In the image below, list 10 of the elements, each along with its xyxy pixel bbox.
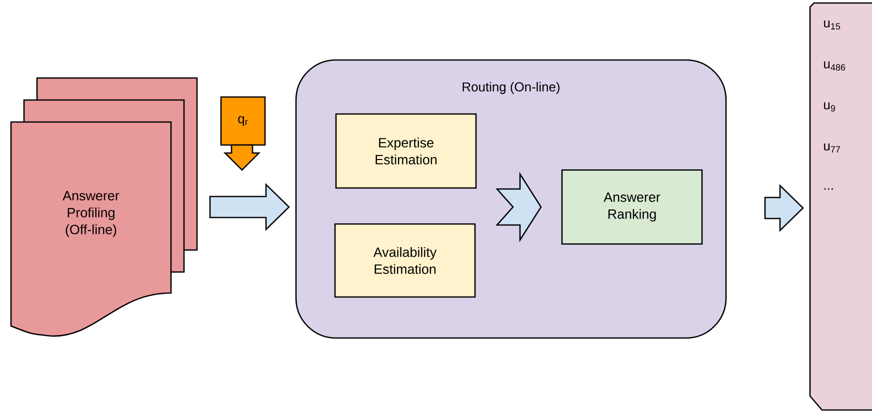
- query-tag: q$_{r}$: [220, 96, 266, 146]
- process-box: Expertise Estimation: [335, 113, 477, 189]
- block-arrow: [209, 182, 290, 232]
- document-stack: Answerer Profiling (Off-line): [10, 77, 198, 337]
- process-box: Answerer Ranking: [561, 169, 703, 245]
- block-arrow: [764, 184, 804, 232]
- process-box: Availability Estimation: [334, 223, 476, 298]
- ranked-list: u$_{15}$ u$_{486}$ u$_{9}$ u$_{77}$ ...: [809, 2, 872, 411]
- down-arrow: [223, 144, 261, 171]
- chevron-arrow: [496, 172, 542, 242]
